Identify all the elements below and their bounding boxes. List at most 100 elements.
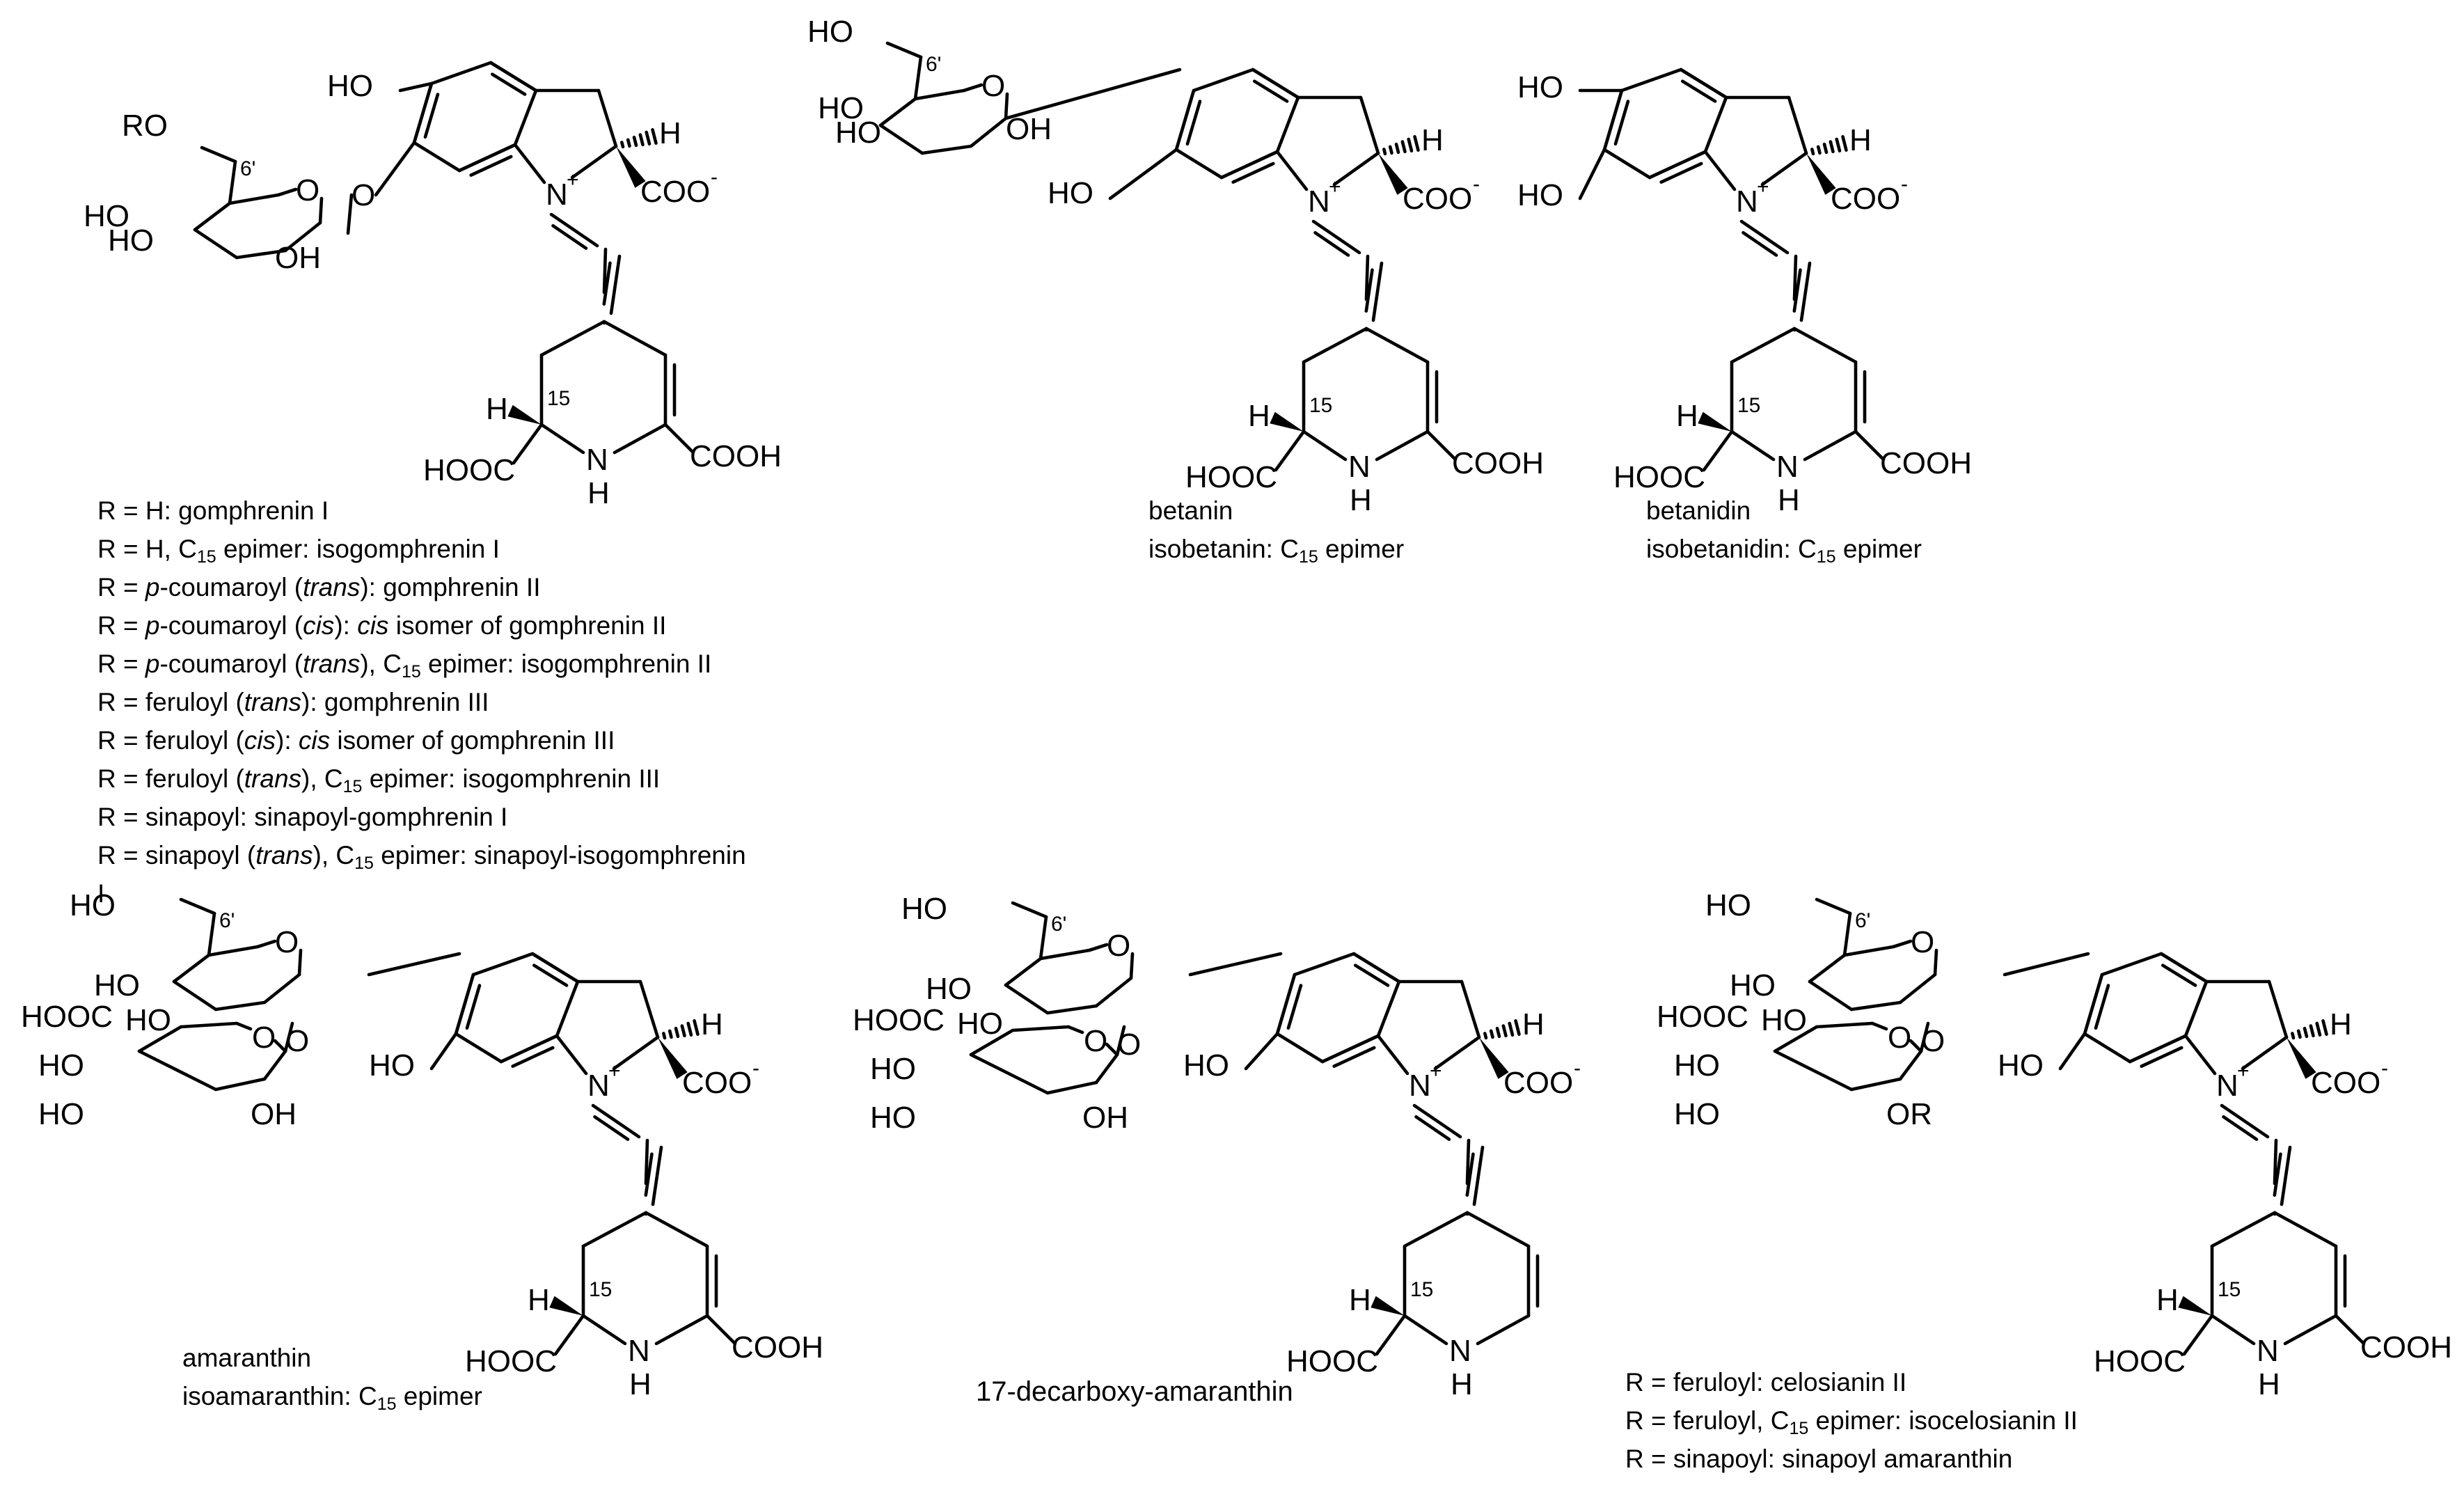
aromatic-bond (1602, 148, 1652, 180)
hydrogen-label: H (1451, 1367, 1473, 1401)
hashed-bond (1835, 137, 1842, 153)
ring-bond (612, 1035, 660, 1071)
double-bond (532, 963, 569, 987)
wedge-bond (1378, 153, 1408, 195)
sugar-bond (207, 945, 260, 957)
nitrogen-label: N (1348, 450, 1371, 484)
double-bond (1465, 1152, 1475, 1197)
carboxyl-label: HOOC (21, 1000, 113, 1034)
hashed-bond (620, 141, 625, 149)
locant-15: 15 (589, 1278, 612, 1301)
wedge-bond (2178, 1296, 2212, 1316)
carboxylate-label: COO (1403, 182, 1472, 216)
nitrogen-label: N (587, 1069, 610, 1103)
double-bond (1185, 100, 1202, 146)
locant-6prime: 6' (240, 157, 255, 180)
wedge-bond (1270, 411, 1304, 432)
charge-minus: - (1473, 173, 1480, 196)
hashed-bond (1829, 140, 1835, 154)
sugar-bond (172, 979, 218, 1012)
carboxylate-label: COO (2311, 1066, 2380, 1100)
double-bond (1680, 79, 1717, 103)
wedge-bond (658, 1037, 688, 1079)
hashed-bond (1413, 135, 1420, 152)
hydroxyl-label: HO (870, 1101, 916, 1135)
sugar-bond (214, 1000, 267, 1012)
sugar-bond (969, 1028, 1015, 1057)
hashed-bond (1841, 135, 1848, 152)
sugar-bond (1038, 915, 1048, 961)
chain-bond (602, 247, 608, 294)
sugar-bond (228, 159, 237, 205)
ring-bond (1375, 430, 1430, 462)
double-bond (1252, 79, 1289, 103)
ring-bond (2273, 1211, 2338, 1248)
hydroxyl-label: HO (108, 223, 154, 258)
bond (489, 61, 538, 93)
caption-line: R = p-coumaroyl (cis): cis isomer of gom… (97, 611, 667, 640)
sugar-bond (1773, 1025, 1819, 1053)
hydroxyl-label: HO (125, 1003, 171, 1037)
hydroxyl-label: HO (1517, 70, 1563, 104)
hydroxyl-label: OH (251, 1097, 297, 1131)
sugar-bond (969, 116, 1008, 148)
hydrogen-label: H (2156, 1283, 2179, 1317)
ring-bond (581, 1314, 627, 1346)
hydroxyl-label: OR (1886, 1097, 1932, 1131)
oxygen-label: O (275, 925, 299, 959)
sugar-bond (273, 1039, 287, 1053)
carboxyl-label: HOOC (1657, 1000, 1748, 1034)
bond (2058, 1032, 2087, 1071)
sugar-bond (193, 201, 232, 232)
bond (591, 1103, 641, 1139)
hydrogen-label: H (659, 116, 681, 150)
caption-decarboxy-amaranthin: 17-decarboxy-amaranthin (976, 1373, 1293, 1411)
caption-line: R = feruloyl: celosianin II (1625, 1368, 1907, 1396)
hydrogen-label: H (1421, 123, 1444, 157)
caption-line: isobetanidin: C15 epimer (1646, 535, 1922, 567)
bond (1188, 952, 1283, 977)
sugar-bond (193, 228, 239, 260)
sugar-bond (1004, 957, 1043, 987)
hashed-bond (2315, 1021, 2322, 1037)
hydroxyl-label: HO (38, 1048, 84, 1083)
wedge-bond (549, 1296, 583, 1316)
hydroxyl-label: HO (1517, 178, 1563, 212)
caption-line: R = feruloyl (trans), C15 epimer: isogom… (97, 764, 661, 796)
hashed-bond (1501, 1024, 1508, 1038)
locant-15: 15 (1309, 394, 1332, 417)
wedge-bond (2287, 1037, 2316, 1079)
hashed-bond (645, 130, 651, 146)
hydrogen-label: H (629, 1367, 651, 1401)
bond (1702, 430, 1734, 472)
oxygen-label: O (1117, 1028, 1141, 1062)
sugar-bond (235, 1021, 253, 1031)
ring-bond (1730, 326, 1796, 364)
bond (1799, 261, 1812, 322)
bond (2220, 1103, 2270, 1139)
hashed-bond (2296, 1029, 2302, 1039)
double-bond (2094, 984, 2110, 1030)
ring-bond (2267, 979, 2289, 1039)
ring-bond (638, 979, 660, 1039)
nitrogen-label: N (1308, 184, 1330, 219)
sugar-bond (1815, 1021, 1874, 1029)
double-bond (1414, 1115, 1451, 1141)
glycosidic-bond (1919, 1021, 1930, 1053)
bond (1426, 430, 1458, 462)
charge-minus: - (1901, 173, 1908, 196)
bond (2128, 1034, 2188, 1064)
bond (1320, 1034, 1380, 1064)
locant-15: 15 (1410, 1278, 1433, 1301)
hydroxyl-label: HO (1674, 1097, 1720, 1131)
locant-15: 15 (2218, 1278, 2241, 1301)
locant-15: 15 (1737, 394, 1760, 417)
charge-plus: + (1430, 1060, 1442, 1083)
hashed-bond (626, 138, 631, 148)
